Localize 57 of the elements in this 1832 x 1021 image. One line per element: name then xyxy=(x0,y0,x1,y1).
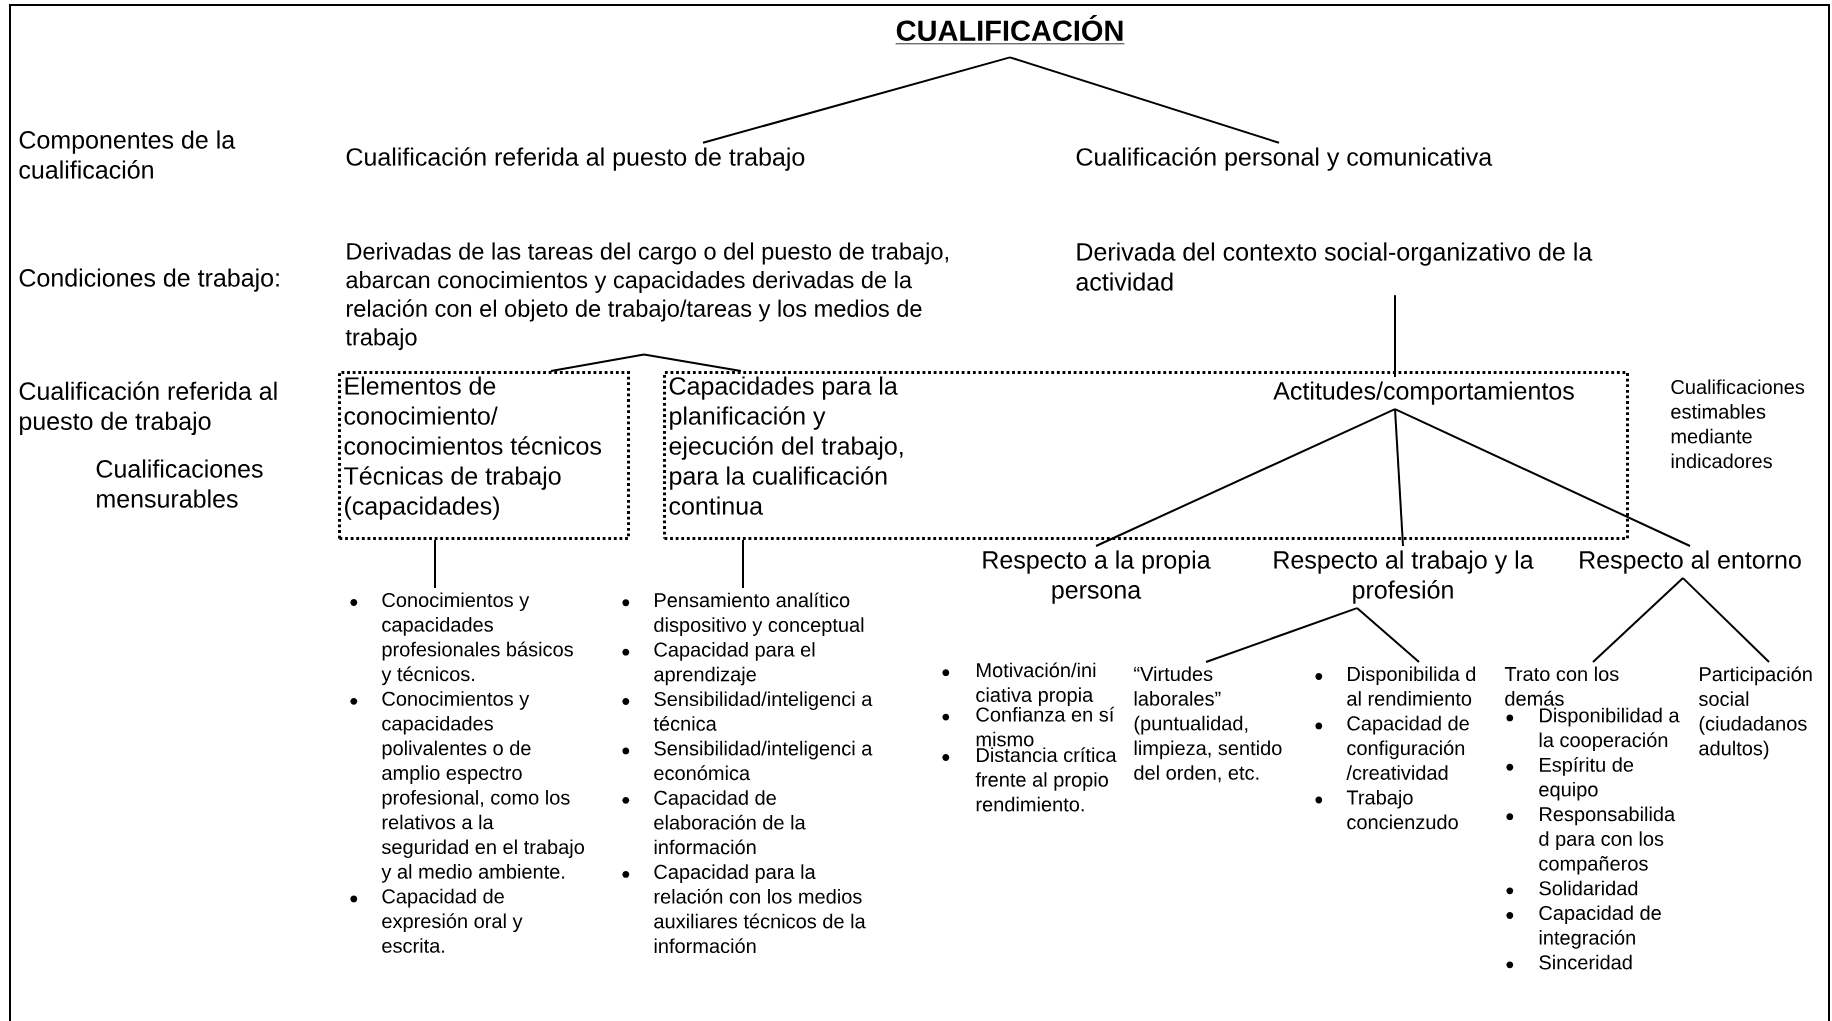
node-label: Pensamiento analítico dispositivo y conceptual xyxy=(654,592,864,636)
bullet-list: Conocimientos y capacidades profesionales básicos y técnicos. Conocimientos y capacidades polivalentes o de amplio espectro profesional, como los relativos a la seguridad en el trabajo y al medio ambiente. Capacidad de expresión oral y escrita. xyxy=(350,592,584,953)
branch-label: Cualificación referida al puesto de trabajo xyxy=(346,147,805,171)
connector-line xyxy=(1592,577,1684,663)
connector-line xyxy=(1394,408,1691,547)
node-label: Disponibilidad a la cooperación xyxy=(1539,707,1680,752)
connector-line xyxy=(1394,294,1396,378)
list-item: Motivación/ini ciativa propia xyxy=(942,662,1096,706)
connector-line xyxy=(643,353,742,372)
note-text: “Virtudes laborales” (puntualidad, limpieza, sentido del orden, etc. xyxy=(1134,666,1282,783)
connector-line xyxy=(1682,577,1770,663)
title: CUALIFICACIÓN xyxy=(895,15,1125,45)
description-text: Derivada del contexto social-organizativo de la actividad xyxy=(1076,242,1593,291)
branch-label: Respecto al entorno xyxy=(1580,550,1801,574)
side-note: Cualificaciones estimables mediante indicadores xyxy=(1671,379,1805,469)
list-item: Distancia crítica frente al propio rendimiento. xyxy=(942,747,1117,812)
bullet-list: Pensamiento analítico dispositivo y conceptual Capacidad para el aprendizaje Sensibilidad/inteligenci a técnica Sensibilidad/inteligenci a económica Capacidad de elaboración de la información Capacidad para la relación con los medios auxiliares técnicos de la información xyxy=(622,592,873,954)
connector-line xyxy=(742,539,744,589)
branch-label: Respecto al trabajo y la profesión xyxy=(1274,550,1534,604)
node-label: Solidaridad xyxy=(1539,880,1638,896)
node-label: Sinceridad xyxy=(1539,954,1632,970)
row-label: Condiciones de trabajo: xyxy=(19,268,279,292)
node-label: Capacidad para la relación con los medios auxiliares técnicos de la información xyxy=(654,864,866,954)
node-label: Conocimientos y capacidades profesionales básicos y técnicos. xyxy=(381,592,573,686)
node-label: Capacidad para el aprendizaje xyxy=(654,642,815,686)
connector-line xyxy=(702,56,1011,144)
dotted-box: Elementos de conocimiento/ conocimientos técnicos Técnicas de trabajo (capacidades) xyxy=(338,371,630,540)
node-label: Capacidad de expresión oral y escrita. xyxy=(382,888,523,953)
connector-line xyxy=(1356,607,1420,663)
node-label: Sensibilidad/inteligenci a económica xyxy=(654,740,873,781)
bullet-list: Trato con los demás Disponibilidad a la cooperación Espíritu de equipo Responsabilida d para con los compañeros Solidaridad Capacidad de integración Sinceridad xyxy=(1504,666,1680,970)
node-label: Capacidad de integración xyxy=(1539,905,1661,949)
node-label: Disponibilida d al rendimiento xyxy=(1347,666,1476,706)
node-label: Capacidad de configuración /creatividad xyxy=(1346,715,1469,780)
connector-line xyxy=(1205,607,1358,663)
note-text: Participación social (ciudadanos adultos) xyxy=(1699,666,1812,760)
row-label: Componentes de la cualificación xyxy=(19,130,236,179)
node-label: Sensibilidad/inteligenci a técnica xyxy=(653,691,873,731)
bullet-list: Disponibilida d al rendimiento Capacidad de configuración /creatividad Trabajo concienzudo xyxy=(1315,666,1476,830)
branch-label: Respecto a la propia persona xyxy=(983,550,1211,604)
row-label: Cualificaciones mensurables xyxy=(96,459,263,508)
connector-line xyxy=(1394,408,1404,547)
connector-line xyxy=(1095,408,1396,547)
node-label: Trato con los demás xyxy=(1504,666,1619,706)
connector-line xyxy=(550,353,645,372)
connector-line xyxy=(1009,56,1280,144)
row-label: Cualificación referida al puesto de trabajo xyxy=(19,381,277,435)
node-label: Espíritu de equipo xyxy=(1539,756,1634,801)
list-item: Confianza en sí mismo xyxy=(942,706,1115,747)
node-label: Responsabilida d para con los compañeros xyxy=(1539,806,1676,875)
description-text: Derivadas de las tareas del cargo o del puesto de trabajo, abarcan conocimientos y capacidades derivadas de la relación con el objeto de trabajo/tareas y los medios de trabajo xyxy=(345,242,948,351)
group-heading: Actitudes/comportamientos xyxy=(1273,381,1574,405)
branch-label: Cualificación personal y comunicativa xyxy=(1076,147,1493,171)
node-label: Conocimientos y capacidades polivalentes o de amplio espectro profesional, como los relativos a la seguridad en el trabajo y al medio ambiente. xyxy=(381,691,584,883)
connector-line xyxy=(434,539,436,589)
node-label: Trabajo concienzudo xyxy=(1346,789,1458,830)
node-label: Capacidad de elaboración de la información xyxy=(654,790,806,855)
